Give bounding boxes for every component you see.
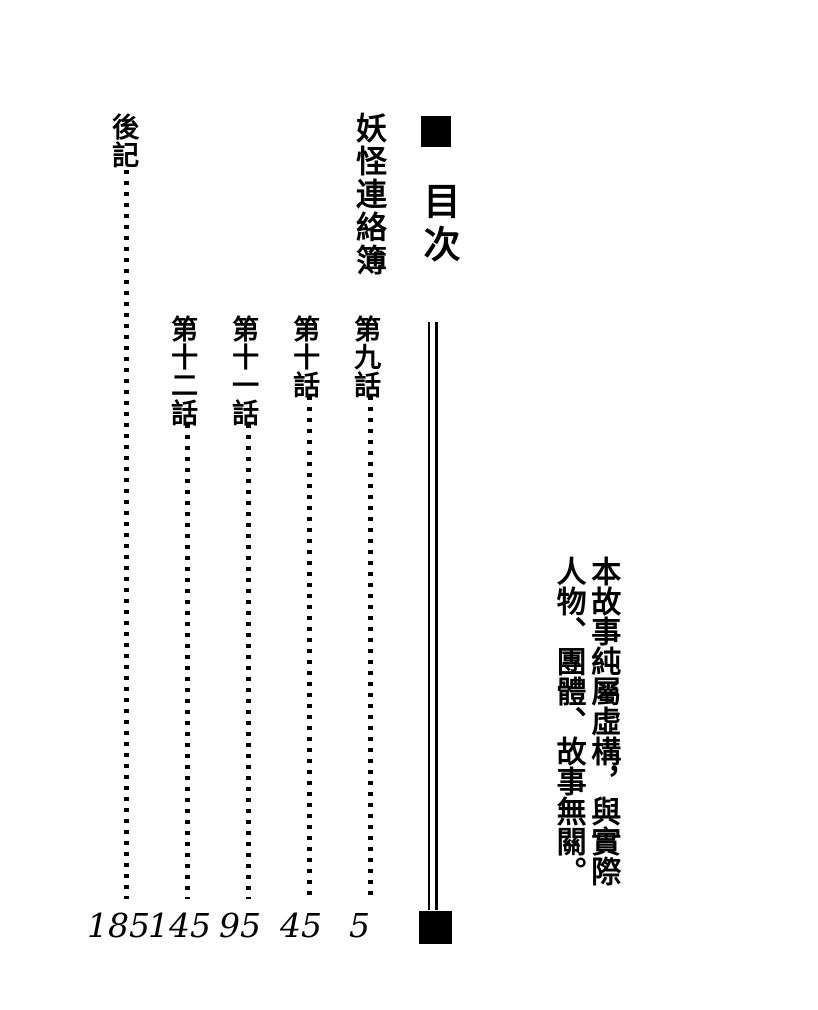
disclaimer: 本故事純屬虛構，與實際人物、團體、故事無關。: [550, 556, 621, 886]
disclaimer-column: 人物、團體、故事無關。: [550, 556, 586, 886]
toc-entry-label: 後記: [107, 113, 139, 169]
page-title: 目次: [417, 182, 460, 268]
toc-leader-dots: [124, 170, 129, 899]
vertical-rule-inner: [435, 322, 438, 910]
ornament-square-top-icon: [421, 116, 451, 147]
toc-leader-dots: [185, 424, 190, 899]
toc-leader-dots: [246, 424, 251, 899]
book-title: 妖怪連絡簿: [350, 112, 386, 277]
toc-leader-dots: [368, 396, 373, 899]
toc-entry-label: 第十一話: [227, 315, 259, 427]
ornament-square-bottom-icon: [419, 911, 452, 944]
vertical-rule-outer: [428, 322, 430, 910]
toc-page-number: 45: [280, 906, 322, 945]
disclaimer-column: 本故事純屬虛構，與實際: [585, 556, 621, 886]
toc-page-number: 185: [87, 906, 150, 945]
toc-entry-label: 第十二話: [166, 315, 198, 427]
toc-page-number: 5: [349, 906, 370, 945]
toc-page-number: 95: [219, 906, 261, 945]
toc-entry-label: 第九話: [349, 315, 381, 399]
toc-entry-label: 第十話: [288, 315, 320, 399]
toc-leader-dots: [307, 396, 312, 899]
toc-page-number: 145: [148, 906, 211, 945]
